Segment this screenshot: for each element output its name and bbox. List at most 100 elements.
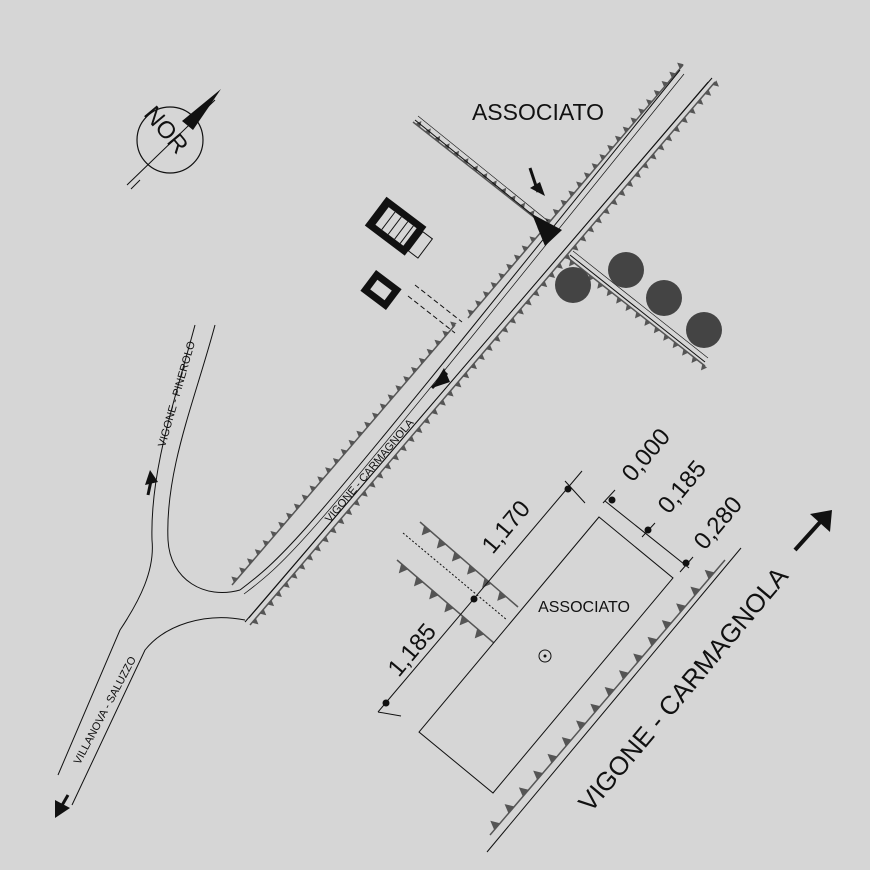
hedge-tooth (663, 334, 670, 341)
hedge-tooth (278, 521, 285, 529)
hedge-tooth (467, 309, 474, 316)
hedge-tooth (447, 390, 454, 397)
access-triangle-icon (532, 214, 562, 246)
hedge-tooth (415, 120, 422, 128)
hedge-tooth (493, 335, 501, 342)
hedge-tooth (647, 636, 658, 647)
hedge-tooth (444, 602, 454, 613)
hedge-tooth (429, 589, 439, 600)
hedge-tooth (644, 319, 651, 326)
hedge-tooth (579, 235, 587, 242)
dimension-0000: 0,000 (617, 423, 676, 486)
hedge-tooth (560, 199, 568, 206)
hedge-tooth (426, 348, 434, 356)
hedge-tooth (690, 586, 701, 596)
hedge-tooth (470, 362, 478, 370)
north-arrow-icon (182, 89, 221, 130)
hedge-tooth (540, 280, 548, 288)
hedge-tooth (340, 449, 348, 456)
hedge-tooth (451, 551, 462, 562)
hedge-tooth (591, 163, 599, 170)
hedge-tooth (634, 171, 641, 178)
hedge-tooth (395, 385, 402, 392)
hedge-tooth (622, 126, 630, 133)
hedge-tooth (403, 376, 410, 383)
hedge-tooth (561, 737, 572, 747)
hedge-tooth (411, 367, 418, 374)
hedge-tooth (439, 399, 446, 406)
hedge-tooth (498, 272, 505, 280)
hedge-tooth (595, 217, 602, 224)
hedge-tooth (301, 494, 309, 501)
hedge-tooth (657, 144, 665, 151)
hedge-tooth (513, 254, 521, 261)
hedge-tooth (607, 144, 614, 152)
hedge-tooth (603, 208, 610, 215)
hedge-tooth (630, 117, 638, 124)
hedge-tooth (509, 317, 517, 324)
hedge-tooth (677, 62, 684, 69)
hedge-tooth (286, 512, 293, 519)
hedge-tooth (423, 417, 431, 424)
hedge-tooth (322, 536, 329, 543)
dimension-0185: 0,185 (653, 455, 712, 518)
hedge-tooth (325, 467, 332, 474)
hedge-tooth (681, 116, 688, 124)
hedge-tooth (364, 421, 371, 428)
hedge-tooth (450, 321, 457, 328)
hedge-tooth (475, 300, 482, 307)
north-compass: NOR (126, 89, 221, 190)
hedge-tooth (597, 282, 604, 289)
dimension-points (382, 485, 690, 707)
hedge-tooth (669, 71, 676, 78)
hedge-tooth (642, 162, 649, 169)
hedge-tooth (421, 525, 431, 536)
hedge-tooth (459, 615, 469, 626)
hedge-tooth (356, 430, 363, 437)
hedge-tooth (418, 357, 426, 365)
hedge-line (412, 121, 541, 223)
hedge-tooth (661, 80, 669, 88)
hedge-tooth (604, 686, 615, 697)
hedge-tooth (239, 567, 246, 574)
building-large (364, 196, 434, 259)
hedge-tooth (478, 353, 485, 361)
hedge-tooth (606, 289, 613, 297)
hedge-tooth (638, 108, 645, 115)
compass-label: NOR (138, 101, 193, 159)
hedge-tooth (517, 308, 524, 315)
hedge-tooth (501, 326, 509, 333)
hedge-tooth (348, 439, 356, 447)
main-road (57, 69, 713, 806)
building-small (360, 269, 402, 311)
hedge-tooth (424, 128, 431, 135)
hedge-tooth (246, 558, 254, 565)
hedge-tooth (474, 628, 484, 639)
hedge-tooth (590, 703, 601, 713)
direction-arrow-icon (55, 368, 832, 818)
hedge-tooth (532, 290, 540, 297)
hedge-tooth (712, 80, 719, 87)
hedge-tooth (408, 435, 415, 443)
hedge-tooth (490, 282, 498, 289)
hedge-tooth (704, 89, 712, 96)
dimension-1185: 1,185 (383, 618, 442, 681)
hedge-tooth (547, 753, 558, 764)
hedge-tooth (665, 135, 673, 142)
hedge-tooth (369, 481, 376, 488)
hedge-tooth (625, 304, 632, 312)
hedge-tooth (482, 291, 490, 298)
hedge-tooth (330, 527, 337, 534)
hedge-tooth (634, 311, 642, 319)
hedge-tooth (633, 653, 643, 663)
hedge-tooth (587, 226, 595, 233)
hedge-line (467, 64, 684, 319)
hedge-tooth (314, 545, 321, 552)
hedge-tooth (533, 770, 543, 780)
hedge-tooth (568, 259, 576, 267)
site-plan (377, 470, 742, 853)
hedge-tooth (462, 372, 470, 379)
hedge-tooth (486, 344, 493, 351)
hedge-tooth (529, 236, 536, 243)
main-road-label: VIGONE - CARMAGNOLA (323, 417, 417, 525)
